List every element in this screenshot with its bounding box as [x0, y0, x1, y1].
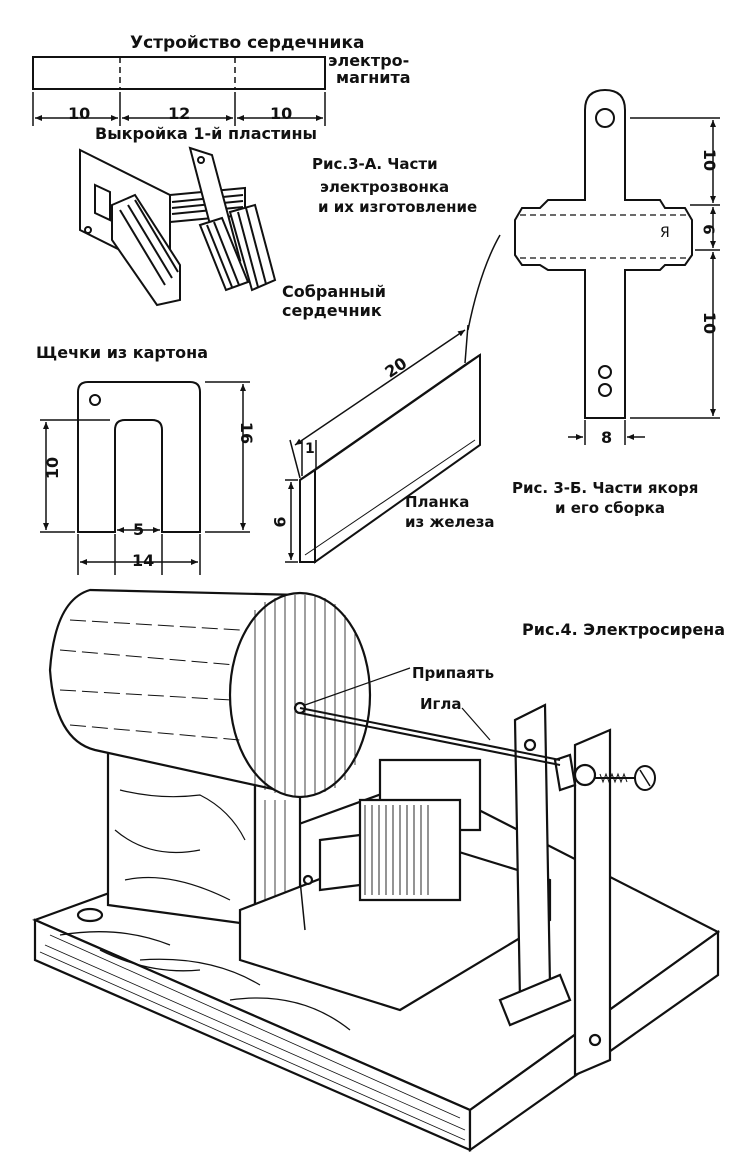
fig3b-subtitle: и его сборка — [555, 499, 665, 517]
core-dim-right: 10 — [270, 104, 293, 123]
strip-dim-height: 6 — [270, 516, 290, 528]
cheek-dim-height-inner: 10 — [43, 456, 63, 480]
cheek-title: Щечки из картона — [36, 343, 208, 362]
strip-label-2: из железа — [405, 513, 495, 531]
armature-letter: Я — [660, 225, 670, 241]
fig3a-title: Рис.3-А. Части — [312, 155, 438, 173]
fig3b-title: Рис. 3-Б. Части якоря — [512, 479, 699, 497]
armature-shape — [515, 90, 692, 418]
armature-dim-width: 8 — [601, 428, 613, 447]
core-electro-label: электро- — [328, 51, 410, 70]
core-dim-mid: 12 — [168, 104, 191, 123]
siren-stand — [108, 745, 300, 935]
core-plate-pattern — [33, 57, 325, 89]
strip-label-1: Планка — [405, 493, 470, 511]
fig4-title: Рис.4. Электросирена — [522, 620, 726, 639]
assembled-core — [80, 148, 275, 305]
core-magnet-label: магнита — [336, 68, 411, 87]
siren-leader-lines — [305, 668, 490, 740]
siren-armature-post — [500, 705, 610, 1075]
assembled-label-1: Собранный — [282, 282, 386, 301]
plate-pattern-label: Выкройка 1-й пластины — [95, 124, 318, 143]
siren-screw — [595, 766, 655, 790]
armature-dim-bottom: 10 — [700, 311, 720, 335]
core-title: Устройство сердечника — [130, 33, 365, 53]
cheek-dimension-lines — [40, 382, 250, 575]
armature-dimension-lines — [568, 118, 720, 445]
siren-needle — [300, 708, 560, 765]
assembled-label-2: сердечник — [282, 301, 382, 320]
cheek-dim-width: 14 — [132, 551, 155, 570]
armature-dim-top: 10 — [700, 148, 720, 172]
strip-dimension-lines — [285, 235, 500, 562]
fig3a-line3: и их изготовление — [318, 198, 478, 216]
needle-label: Игла — [420, 695, 462, 713]
core-dimension-lines — [33, 92, 325, 126]
core-dim-left: 10 — [68, 104, 91, 123]
cheek-dim-height-outer: 16 — [237, 421, 257, 445]
cardboard-cheek-shape — [78, 382, 200, 532]
siren-disk — [50, 590, 370, 797]
siren-magnet — [240, 760, 550, 1010]
strip-dim-thickness: 1 — [305, 441, 315, 457]
cheek-dim-slot: 5 — [133, 520, 145, 539]
solder-label: Припаять — [412, 664, 495, 682]
fig3a-line2: электрозвонка — [320, 178, 450, 196]
armature-dim-mid: 6 — [699, 224, 718, 235]
